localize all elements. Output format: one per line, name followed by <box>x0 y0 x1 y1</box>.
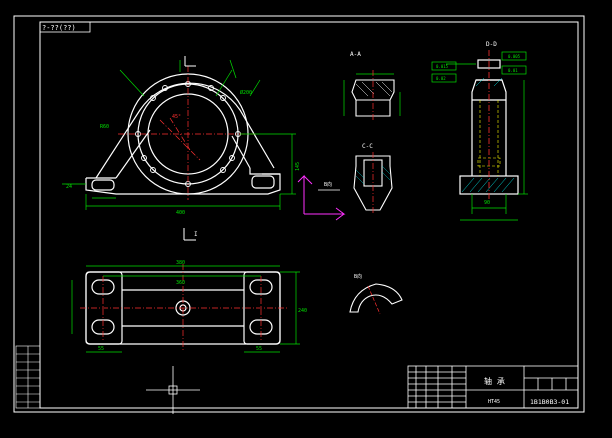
side-view-hatch <box>461 77 515 193</box>
section-a-label: A-A <box>350 51 361 58</box>
section-a-dims <box>343 73 401 116</box>
detail-b-centerline <box>367 285 381 315</box>
plan-view-dims <box>71 265 300 353</box>
section-c-label: C-C <box>362 143 373 150</box>
front-view-marker-label: I <box>194 231 198 238</box>
plan-view-centerlines <box>80 264 288 352</box>
tolerance-1: 0.005 <box>508 54 521 59</box>
detail-b-view[interactable] <box>349 283 403 313</box>
front-dimensions <box>62 59 296 210</box>
tolerance-4: 0.02 <box>436 76 446 81</box>
dim-bore-dia: Ø200 <box>240 89 252 96</box>
tolerance-3: 0.015 <box>436 64 449 69</box>
front-bolt-holes <box>135 81 241 187</box>
crosshair-cursor <box>146 366 200 414</box>
tolerance-frames <box>431 51 527 83</box>
section-d-label: D-D <box>486 41 497 48</box>
magenta-leader <box>297 174 346 221</box>
section-c-hatch <box>355 165 391 185</box>
dim-right-view-width: 90 <box>484 200 490 206</box>
title-block <box>407 365 579 409</box>
tolerance-2: 0.01 <box>508 68 518 73</box>
dim-left-height: 24 <box>66 184 72 190</box>
title-drawing-number: 1B1B0B3-01 <box>530 398 569 406</box>
dim-overall-width: 400 <box>176 210 185 216</box>
sheet-border <box>13 15 585 413</box>
dim-bolt-radius: R60 <box>100 124 109 130</box>
dim-foot-width-left: 55 <box>98 346 104 352</box>
left-revision-strip <box>15 345 41 409</box>
title-part-name: 轴 承 <box>484 376 505 386</box>
dim-center-distance: 360 <box>176 280 185 286</box>
corner-label-box <box>39 21 91 33</box>
dim-angle: 45° <box>172 114 181 120</box>
dim-plan-width: 380 <box>176 260 185 266</box>
front-centerlines <box>118 66 258 200</box>
detail-b-label: B向 <box>354 273 362 280</box>
detail-b-marker: B向 <box>324 181 332 188</box>
section-a-hatch <box>355 81 393 97</box>
front-view-marker <box>183 56 196 241</box>
corner-label: ?-??(??) <box>42 24 76 32</box>
dim-plan-length: 240 <box>298 308 307 314</box>
title-material: HT45 <box>488 399 500 405</box>
dim-foot-width-right: 55 <box>256 346 262 352</box>
inner-frame <box>39 21 579 409</box>
dim-right-height: 145 <box>295 162 301 171</box>
side-view-dims <box>446 63 528 221</box>
